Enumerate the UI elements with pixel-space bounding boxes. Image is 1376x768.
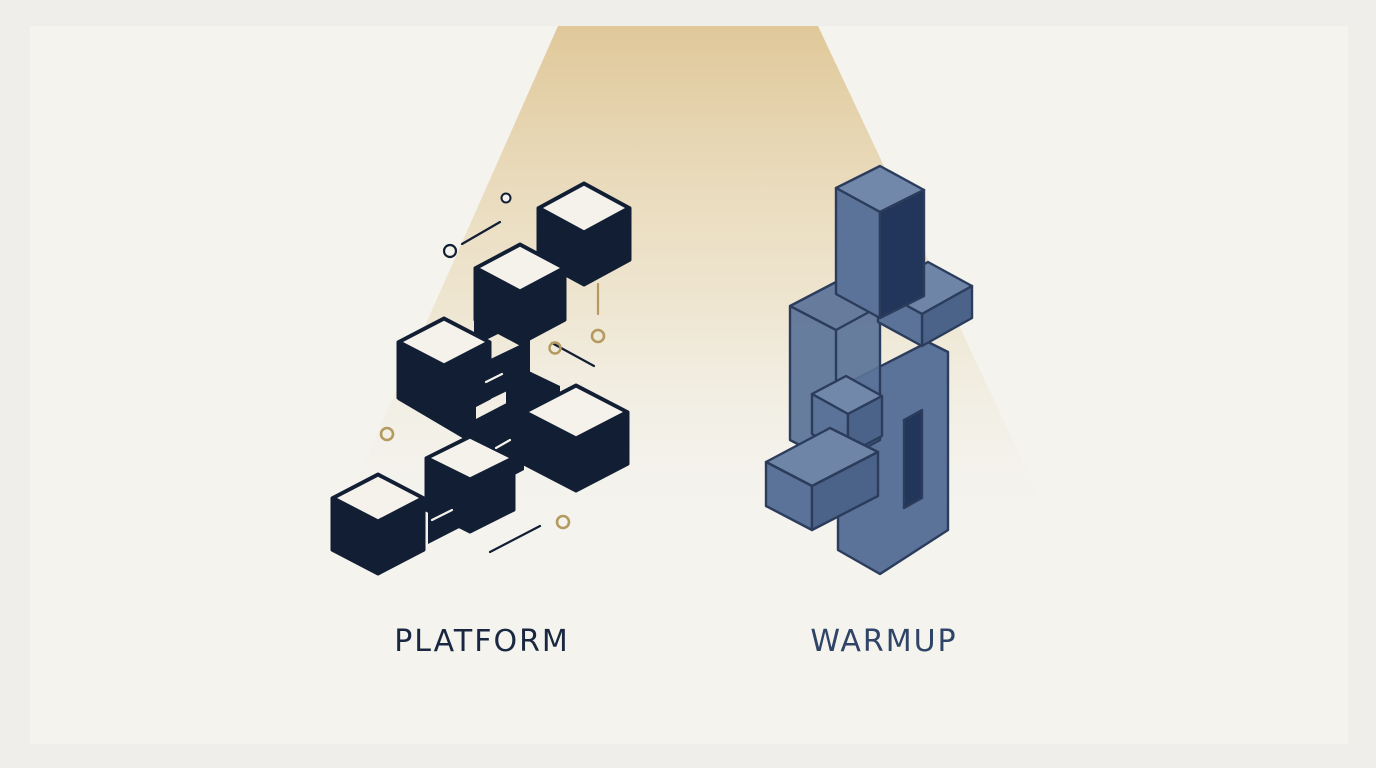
platform-cube-top — [529, 387, 623, 437]
warmup-loop-slot — [902, 408, 924, 510]
warmup-leg-side — [810, 450, 880, 532]
platform-illustration — [330, 181, 632, 576]
gold-dot — [379, 426, 395, 442]
platform-light-gaps — [430, 372, 512, 522]
ring-dot — [500, 192, 512, 204]
gold-dot — [590, 328, 606, 344]
platform-cube-top — [480, 246, 560, 290]
ring-dot — [442, 243, 458, 259]
platform-cube-top — [543, 185, 625, 231]
platform-cubes — [330, 181, 632, 576]
platform-cube-top — [337, 476, 419, 520]
gold-dot — [555, 514, 571, 530]
gold-dot — [548, 341, 562, 355]
warmup-label: WARMUP — [810, 624, 957, 659]
warmup-pillar-front — [834, 186, 882, 320]
warmup-illustration — [764, 164, 974, 576]
platform-cube-top — [403, 320, 485, 364]
platform-cube-top — [431, 438, 509, 478]
platform-label: PLATFORM — [394, 624, 570, 659]
warmup-pillar-side — [878, 188, 926, 320]
platform-debris-lines — [428, 220, 596, 554]
